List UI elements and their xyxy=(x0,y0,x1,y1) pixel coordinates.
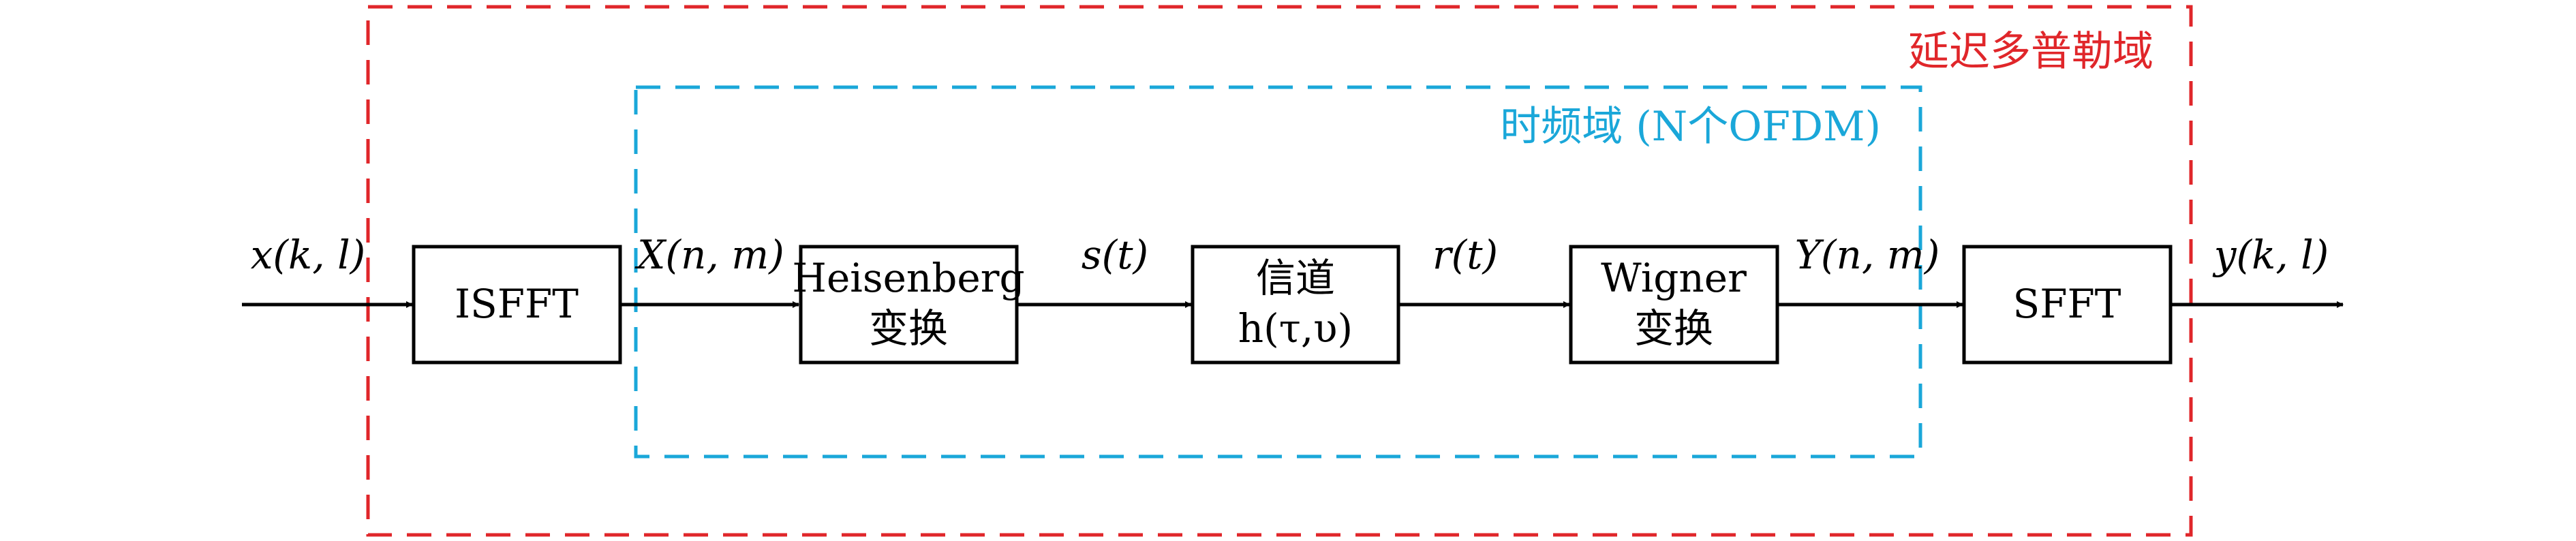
time-frequency-domain-label: 时频域 (N个OFDM) xyxy=(1500,103,1881,151)
delay-doppler-domain-box xyxy=(366,5,2193,537)
channel-label-line1: 信道 xyxy=(1256,255,1335,301)
wigner-label-line2: 变换 xyxy=(1634,305,1713,352)
time-frequency-domain-box xyxy=(634,85,1922,459)
output-signal-label: y(k, l) xyxy=(2212,232,2329,278)
isfft-block xyxy=(412,245,622,365)
heisenberg-label-line2: 变换 xyxy=(869,305,948,352)
wigner-block xyxy=(1569,245,1779,365)
X-signal-label: X(n, m) xyxy=(634,232,784,278)
sfft-block xyxy=(1962,245,2173,365)
heisenberg-label-line1: Heisenberg xyxy=(792,255,1024,301)
sfft-label: SFFT xyxy=(2013,281,2121,327)
input-signal-label: x(k, l) xyxy=(251,232,366,278)
r-signal-label: r(t) xyxy=(1432,232,1498,278)
heisenberg-block xyxy=(799,245,1019,365)
wigner-label-line1: Wigner xyxy=(1601,255,1747,301)
delay-doppler-domain-label: 延迟多普勒域 xyxy=(1908,28,2153,76)
isfft-label: ISFFT xyxy=(455,281,579,327)
s-signal-label: s(t) xyxy=(1082,232,1148,278)
Y-signal-label: Y(n, m) xyxy=(1795,232,1940,278)
channel-block xyxy=(1191,245,1400,365)
channel-label-line2: h(τ,υ) xyxy=(1238,305,1353,352)
